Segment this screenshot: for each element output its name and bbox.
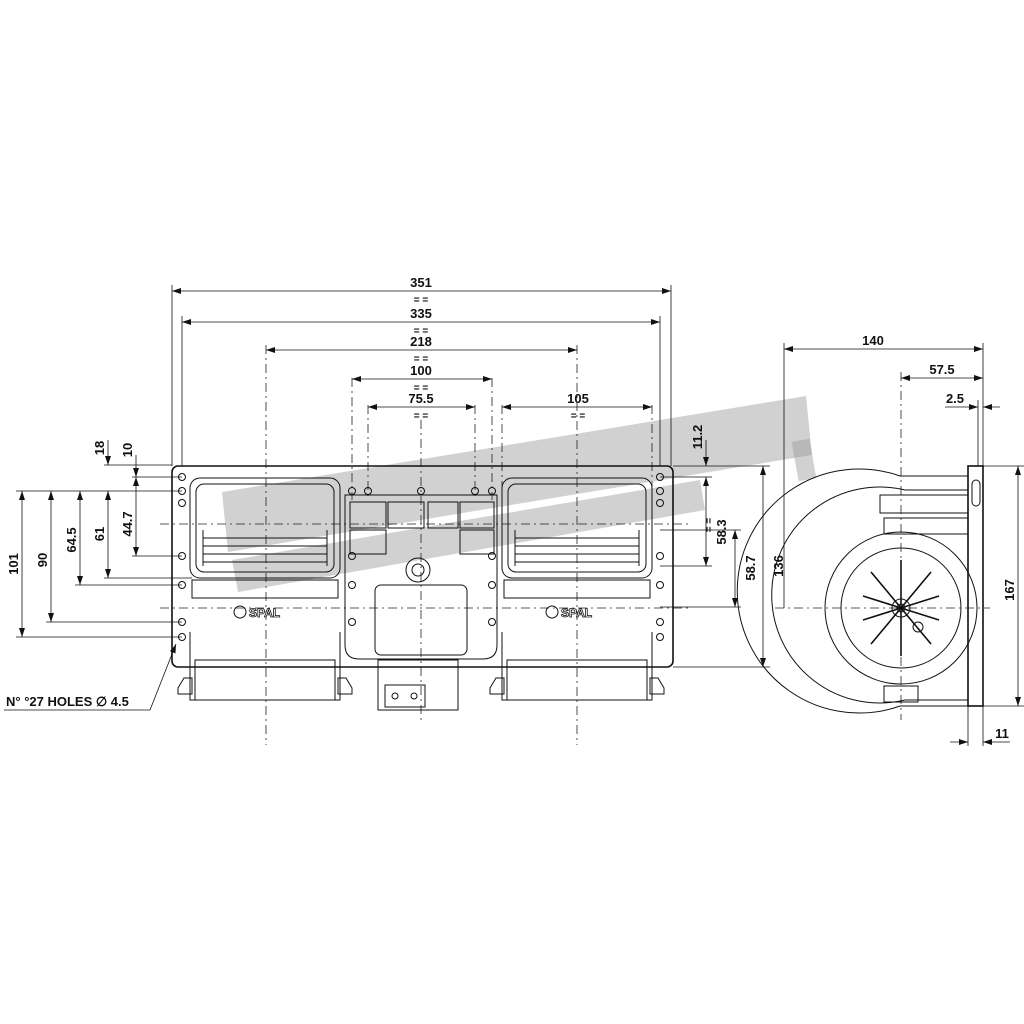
dim-10: 10 xyxy=(120,443,135,457)
dim-58-3: 58.3 xyxy=(714,519,729,544)
watermark-logo xyxy=(222,396,817,592)
svg-text:= =: = = xyxy=(704,518,715,533)
dim-58-7: 58.7 xyxy=(743,555,758,580)
dim-335: 335 xyxy=(410,306,432,321)
fan-impeller xyxy=(862,560,940,656)
dim-18: 18 xyxy=(92,441,107,455)
svg-text:= =: = = xyxy=(414,354,429,365)
svg-text:SPAL: SPAL xyxy=(561,606,592,620)
width-dimensions: 351 335 218 100 75.5 105 = = = = = = = =… xyxy=(171,275,672,466)
front-view: SPAL SPAL xyxy=(160,345,690,745)
svg-text:= =: = = xyxy=(414,411,429,422)
svg-text:= =: = = xyxy=(414,383,429,394)
dim-167: 167 xyxy=(1002,579,1017,601)
dim-2-5: 2.5 xyxy=(946,391,964,406)
right-height-dimensions: 11.2 58.3 = = 58.7 136 xyxy=(660,425,786,668)
svg-text:SPAL: SPAL xyxy=(249,606,280,620)
dim-100: 100 xyxy=(410,363,432,378)
dim-11-2: 11.2 xyxy=(690,425,705,450)
dim-57-5: 57.5 xyxy=(929,362,954,377)
left-height-dimensions: 101 90 64.5 61 44.7 18 10 xyxy=(6,440,192,638)
dim-90: 90 xyxy=(35,553,50,567)
dim-351: 351 xyxy=(410,275,432,290)
dim-105: 105 xyxy=(567,391,589,406)
svg-text:= =: = = xyxy=(414,326,429,337)
dim-64-5: 64.5 xyxy=(64,527,79,552)
dim-11: 11 xyxy=(995,726,1009,741)
side-view xyxy=(736,372,990,720)
svg-text:= =: = = xyxy=(414,295,429,306)
dim-44-7: 44.7 xyxy=(120,511,135,536)
svg-text:= =: = = xyxy=(571,411,586,422)
dim-218: 218 xyxy=(410,334,432,349)
side-view-dimensions: 140 57.5 2.5 167 11 xyxy=(783,333,1024,746)
dim-101: 101 xyxy=(6,553,21,575)
svg-text:N° °27 HOLES ∅ 4.5: N° °27 HOLES ∅ 4.5 xyxy=(6,694,129,709)
dim-61: 61 xyxy=(92,527,107,541)
dim-75-5: 75.5 xyxy=(408,391,433,406)
dim-140: 140 xyxy=(862,333,884,348)
hole-note: N° °27 HOLES ∅ 4.5 xyxy=(4,643,177,711)
spal-logo-left: SPAL xyxy=(233,605,281,620)
spal-logo-right: SPAL xyxy=(545,605,593,620)
